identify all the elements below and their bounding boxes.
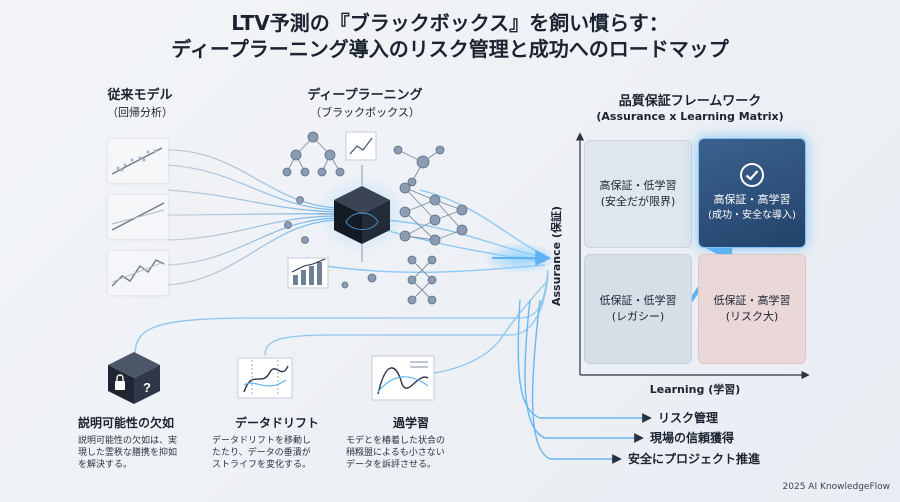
traditional-model-subtitle: （回帰分析）	[107, 106, 173, 119]
deep-learning-subtitle: （ブラックボックス）	[310, 106, 420, 119]
page-title-line2: ディープラーニング導入のリスク管理と成功へのロードマップ	[171, 37, 729, 61]
risk-title: データドリフト	[234, 416, 319, 430]
mini-bar-chart	[287, 257, 329, 289]
check-circle-icon	[739, 162, 765, 188]
quadrant-high-assurance-low-learning: 高保証・低学習 (安全だが限界)	[584, 140, 692, 248]
quadrant-low-assurance-low-learning: 低保証・低学習 (レガシー)	[584, 254, 692, 364]
black-box-cube-icon	[316, 174, 408, 254]
y-axis-label: Assurance (保証)	[550, 206, 563, 306]
mini-line-chart	[345, 131, 377, 161]
risk-desc-line1: データドリフトを移動し	[212, 436, 312, 446]
outcome-lines	[517, 299, 652, 464]
page-title: LTV予測の『ブラックボックス』を飼い慣らす： ディープラーニング導入のリスク管…	[0, 10, 900, 62]
risk-desc-line3: ストライフを変化する。	[212, 460, 312, 470]
overfitting-chart-icon	[371, 355, 435, 401]
regression-chart-2	[111, 202, 165, 231]
page-title-line1: LTV予測の『ブラックボックス』を飼い慣らす：	[231, 11, 669, 35]
svg-text:?: ?	[143, 380, 151, 395]
unknown-box-lock-icon: ?	[108, 352, 160, 404]
outcome-risk-management: リスク管理	[658, 411, 719, 425]
outcome-safe-project: 安全にプロジェクト推進	[628, 452, 761, 466]
outcome-field-trust: 現場の信頼獲得	[650, 431, 735, 445]
quadrant-note: (安全だが限界)	[600, 195, 676, 208]
quadrant-high-assurance-high-learning: 高保証・高学習 (成功・安全な導入)	[698, 138, 806, 248]
footer-credit: 2025 AI KnowledgeFlow	[782, 482, 890, 492]
risk-desc-line3: を解決する。	[78, 460, 133, 470]
quadrant-label: 高保証・高学習	[713, 193, 791, 206]
quadrant-note: (レガシー)	[611, 310, 665, 323]
risk-desc-line2: たたり、データの垂潰が	[212, 448, 311, 458]
framework-subtitle: (Assurance x Learning Matrix)	[596, 110, 784, 123]
risk-desc-line1: 説明可能性の欠如は、実	[78, 436, 178, 446]
risk-explainability: 説明可能性の欠如 説明可能性の欠如は、実 現した霊秩な膳携を抑如 を解決する。	[78, 416, 208, 471]
input-flow-lines	[167, 149, 339, 286]
risk-desc-line3: データを訴評させる。	[346, 460, 437, 470]
framework-title: 品質保証フレームワーク	[618, 94, 762, 109]
risk-title: 説明可能性の欠如	[78, 416, 175, 430]
matrix-axes	[575, 132, 810, 380]
traditional-model-title: 従来モデル	[107, 88, 173, 103]
risk-desc-line2: 現した霊秩な膳携を抑如	[78, 448, 178, 458]
quadrant-label: 高保証・低学習	[599, 179, 677, 192]
risk-desc-line2: 稍糨盟によるも小さない	[346, 448, 445, 458]
regression-thumbnail-2	[107, 194, 169, 240]
risk-overfitting: 過学習 モデとを椿着した状合の 稍糨盟によるも小さない データを訴評させる。	[346, 416, 476, 471]
regression-thumbnail-3	[107, 250, 169, 296]
quadrant-label: 低保証・高学習	[713, 294, 791, 307]
risk-data-drift: データドリフト データドリフトを移動し たたり、データの垂潰が ストライフを変化…	[212, 416, 342, 471]
risk-title: 過学習	[392, 416, 429, 430]
data-drift-chart-icon	[237, 357, 293, 399]
risk-feedback-lines	[134, 269, 549, 376]
x-axis-label: Learning (学習)	[649, 383, 741, 396]
deep-learning-title: ディープラーニング	[307, 88, 423, 103]
regression-chart-3	[111, 259, 165, 287]
risk-desc-line1: モデとを椿着した状合の	[346, 436, 446, 446]
quadrant-low-assurance-high-learning: 低保証・高学習 (リスク大)	[698, 254, 806, 364]
regression-chart-1	[111, 147, 163, 175]
quadrant-note: (成功・安全な導入)	[708, 210, 796, 221]
quadrant-label: 低保証・低学習	[599, 294, 677, 307]
regression-thumbnail-1	[107, 138, 169, 184]
quadrant-note: (リスク大)	[725, 310, 779, 323]
